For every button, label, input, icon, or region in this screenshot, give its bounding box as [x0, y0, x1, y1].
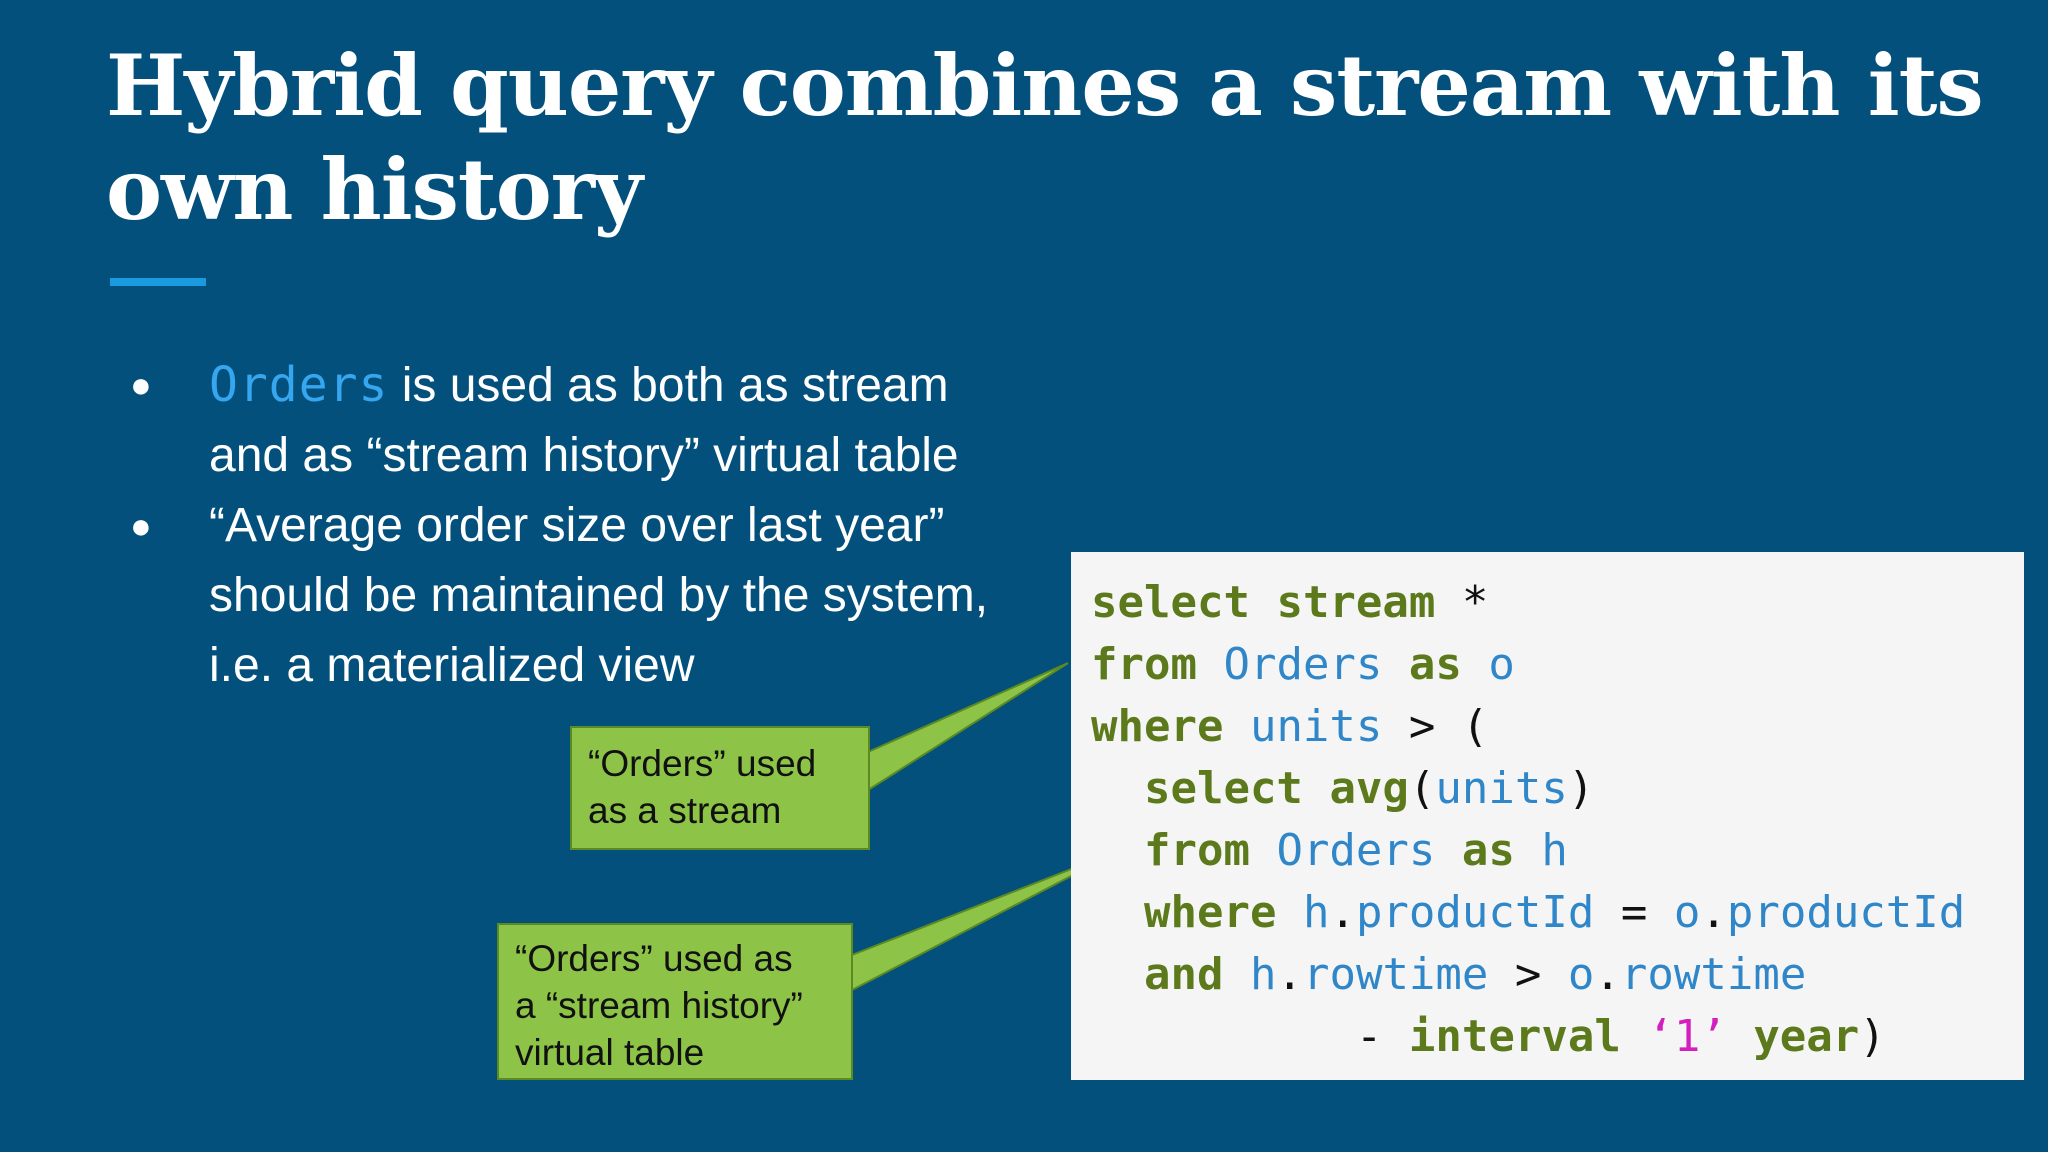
- code-token: avg: [1329, 763, 1409, 814]
- sql-code-block: select stream * from Orders as o where u…: [1071, 552, 2024, 1080]
- code-token: ): [1567, 763, 1595, 814]
- code-token: h: [1302, 887, 1330, 938]
- code-token: as: [1461, 825, 1515, 876]
- callout-stream-pointer: [867, 662, 1069, 792]
- code-token: productId: [1726, 887, 1966, 938]
- bullet-dot-icon: ●: [130, 364, 152, 405]
- code-token: units: [1249, 701, 1383, 752]
- bullet-2-line-2: should be maintained by the system,: [209, 569, 989, 622]
- bullet-2-line-1: “Average order size over last year”: [209, 499, 945, 552]
- code-token: =: [1620, 887, 1648, 938]
- code-token: select: [1143, 763, 1303, 814]
- code-token: as: [1408, 639, 1462, 690]
- code-token: stream: [1276, 577, 1436, 628]
- code-token: rowtime: [1302, 949, 1489, 1000]
- slide-title: Hybrid query combines a stream with its …: [106, 34, 1984, 242]
- code-token: units: [1435, 763, 1568, 814]
- bullet-1-line-1: Orders is used as both as stream: [209, 350, 988, 421]
- code-token: o: [1567, 949, 1595, 1000]
- callout-history-line-2: a “stream history”: [515, 985, 803, 1026]
- code-token: >: [1514, 949, 1542, 1000]
- code-token: interval: [1408, 1011, 1621, 1062]
- code-line-1: select stream *: [1091, 572, 2024, 634]
- code-token: o: [1488, 639, 1515, 690]
- code-token: rowtime: [1620, 949, 1807, 1000]
- code-token: -: [1355, 1011, 1383, 1062]
- code-token: o: [1673, 887, 1701, 938]
- code-token: Orders: [1276, 825, 1436, 876]
- callout-stream-line-2: as a stream: [588, 790, 782, 831]
- title-accent-bar: [110, 278, 206, 286]
- code-token: ): [1859, 1011, 1886, 1062]
- bullet-dot-icon: ●: [130, 505, 152, 546]
- slide-title-line-1: Hybrid query combines a stream with its: [106, 36, 1984, 135]
- code-token: where: [1143, 887, 1277, 938]
- code-term-orders: Orders: [209, 357, 389, 413]
- bullet-list: ● Orders is used as both as stream and a…: [0, 350, 988, 701]
- code-token: from: [1091, 639, 1197, 690]
- slide-title-line-2: own history: [106, 140, 643, 239]
- code-token: Orders: [1223, 639, 1383, 690]
- callout-stream-line-1: “Orders” used: [588, 743, 817, 784]
- code-line-3: where units > (: [1091, 696, 2024, 758]
- callout-orders-stream: “Orders” used as a stream: [570, 726, 870, 850]
- code-line-2: from Orders as o: [1091, 634, 2024, 696]
- code-token: h: [1249, 949, 1277, 1000]
- bullet-item-average: ● “Average order size over last year” sh…: [0, 491, 988, 701]
- code-token: h: [1541, 825, 1568, 876]
- code-line-6: where h.productId = o.productId: [1091, 882, 2024, 944]
- bullet-1-line-1-text: is used as both as stream: [388, 359, 949, 412]
- code-line-5: from Orders as h: [1091, 820, 2024, 882]
- code-token: and: [1143, 949, 1224, 1000]
- code-line-4: select avg(units): [1091, 758, 2024, 820]
- code-token: ‘1’: [1647, 1011, 1727, 1062]
- code-token: year: [1753, 1011, 1860, 1062]
- code-token: from: [1143, 825, 1250, 876]
- code-token: >: [1408, 701, 1436, 752]
- bullet-2-line-3: i.e. a materialized view: [209, 639, 695, 692]
- callout-orders-history: “Orders” used as a “stream history” virt…: [497, 923, 853, 1080]
- code-token: .: [1594, 949, 1621, 1000]
- code-token: (: [1461, 701, 1489, 752]
- callout-history-line-3: virtual table: [515, 1032, 705, 1073]
- code-token: .: [1700, 887, 1727, 938]
- code-token: select: [1091, 577, 1250, 628]
- bullet-item-orders: ● Orders is used as both as stream and a…: [0, 350, 988, 491]
- code-token: .: [1329, 887, 1356, 938]
- code-token: *: [1461, 577, 1489, 628]
- callout-history-line-1: “Orders” used as: [515, 938, 793, 979]
- code-token: (: [1408, 763, 1436, 814]
- code-token: productId: [1355, 887, 1595, 938]
- code-line-8: - interval ‘1’ year): [1091, 1006, 2024, 1068]
- code-line-7: and h.rowtime > o.rowtime: [1091, 944, 2024, 1006]
- code-token: .: [1276, 949, 1303, 1000]
- bullet-1-line-2: and as “stream history” virtual table: [209, 429, 959, 482]
- code-token: where: [1091, 701, 1224, 752]
